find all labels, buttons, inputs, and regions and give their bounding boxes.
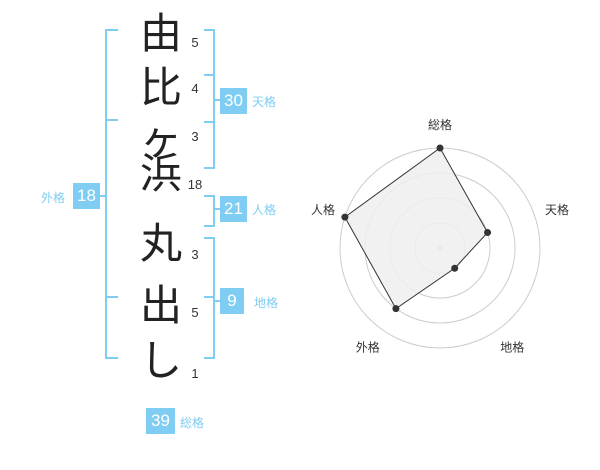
stroke-count-4: 18 <box>187 177 203 192</box>
chikaku-label: 地格 <box>254 296 279 310</box>
jinkaku-bracket <box>204 195 215 227</box>
stroke-count-7: 1 <box>191 366 199 381</box>
name-char-2: 比 <box>139 63 182 112</box>
name-char-4: 浜 <box>139 149 182 198</box>
radar-point-4 <box>392 305 400 313</box>
radar-axis-label-2: 天格 <box>545 202 569 217</box>
name-char-7: し <box>139 336 182 385</box>
stroke-count-1: 5 <box>191 35 199 50</box>
name-char-6: 出 <box>139 281 182 330</box>
tenkaku-badge: 30 <box>220 88 247 114</box>
radar-point-3 <box>451 264 459 272</box>
radar-axis-label-3: 地格 <box>500 340 524 355</box>
stroke-count-6: 5 <box>191 305 199 320</box>
gaikaku-label: 外格 <box>41 191 66 205</box>
name-char-5: 丸 <box>139 219 182 268</box>
radar-point-1 <box>436 144 444 152</box>
jinkaku-label: 人格 <box>252 203 277 217</box>
radar-axis-label-4: 外格 <box>356 340 380 355</box>
name-char-1: 由 <box>139 9 182 58</box>
soukaku-badge: 39 <box>146 408 175 434</box>
radar-point-2 <box>484 229 492 237</box>
chikaku-badge: 9 <box>220 288 244 314</box>
radar-axis-label-5: 人格 <box>311 202 335 217</box>
stroke-count-3: 3 <box>191 129 199 144</box>
tenkaku-label: 天格 <box>252 95 277 109</box>
gaikaku-bracket <box>105 29 118 359</box>
soukaku-label: 総格 <box>180 416 205 430</box>
stroke-count-5: 3 <box>191 247 199 262</box>
radar-axis-label-1: 総格 <box>428 117 452 132</box>
jinkaku-badge: 21 <box>220 196 247 222</box>
stroke-count-2: 4 <box>191 81 199 96</box>
radar-point-5 <box>341 213 349 221</box>
name-char-3: ヶ <box>139 115 182 164</box>
gaikaku-badge: 18 <box>73 183 100 209</box>
radar-data-polygon <box>344 147 489 310</box>
